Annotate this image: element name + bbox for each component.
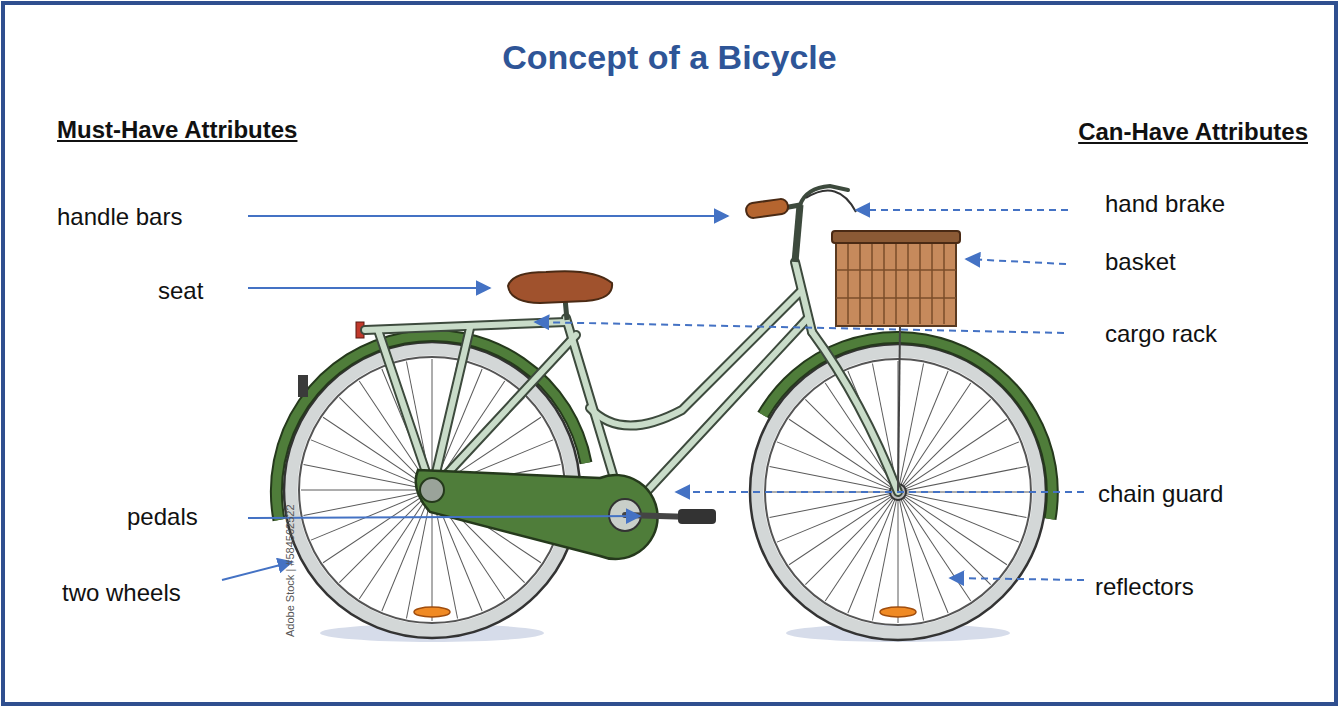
diagram-title: Concept of a Bicycle xyxy=(0,38,1339,77)
part-label: seat xyxy=(158,277,203,305)
basket-weave xyxy=(836,244,956,324)
grip xyxy=(745,198,789,219)
part-label: two wheels xyxy=(62,579,181,607)
dashed-leader-arrow xyxy=(950,578,1084,580)
part-label: basket xyxy=(1105,248,1176,276)
leader-arrow xyxy=(222,562,292,580)
leader-arrow xyxy=(248,287,490,289)
dashed-leader-arrow xyxy=(966,259,1066,264)
watermark: Adobe Stock | #584562522 xyxy=(284,504,297,637)
brake-lever xyxy=(806,191,856,212)
saddle xyxy=(508,271,612,303)
column-heading: Must-Have Attributes xyxy=(57,116,297,144)
leader-arrow xyxy=(248,516,640,518)
handlebar xyxy=(800,186,848,205)
part-label: pedals xyxy=(127,503,198,531)
dashed-leader-arrow xyxy=(535,322,1064,333)
basket xyxy=(836,236,956,326)
spoke-reflector xyxy=(414,607,450,617)
frame-border xyxy=(3,3,1336,704)
leader-arrow xyxy=(248,215,728,217)
spoke-reflector xyxy=(880,607,916,617)
chain-guard xyxy=(416,470,658,559)
part-label: chain guard xyxy=(1098,480,1223,508)
pedal xyxy=(678,509,716,524)
part-label: hand brake xyxy=(1105,190,1225,218)
stem xyxy=(795,205,800,262)
column-heading: Can-Have Attributes xyxy=(1078,118,1308,146)
part-label: reflectors xyxy=(1095,573,1194,601)
rear-light xyxy=(298,375,308,397)
part-label: handle bars xyxy=(57,203,182,231)
basket-rim xyxy=(832,231,960,243)
leader-arrows xyxy=(222,216,728,580)
dashed-leader-arrows xyxy=(535,210,1084,580)
rear-cog xyxy=(420,478,444,502)
part-label: cargo rack xyxy=(1105,320,1217,348)
dashed-leader-arrow xyxy=(676,491,1084,493)
basket-strut xyxy=(898,326,900,492)
dashed-leader-arrow xyxy=(856,209,1068,211)
